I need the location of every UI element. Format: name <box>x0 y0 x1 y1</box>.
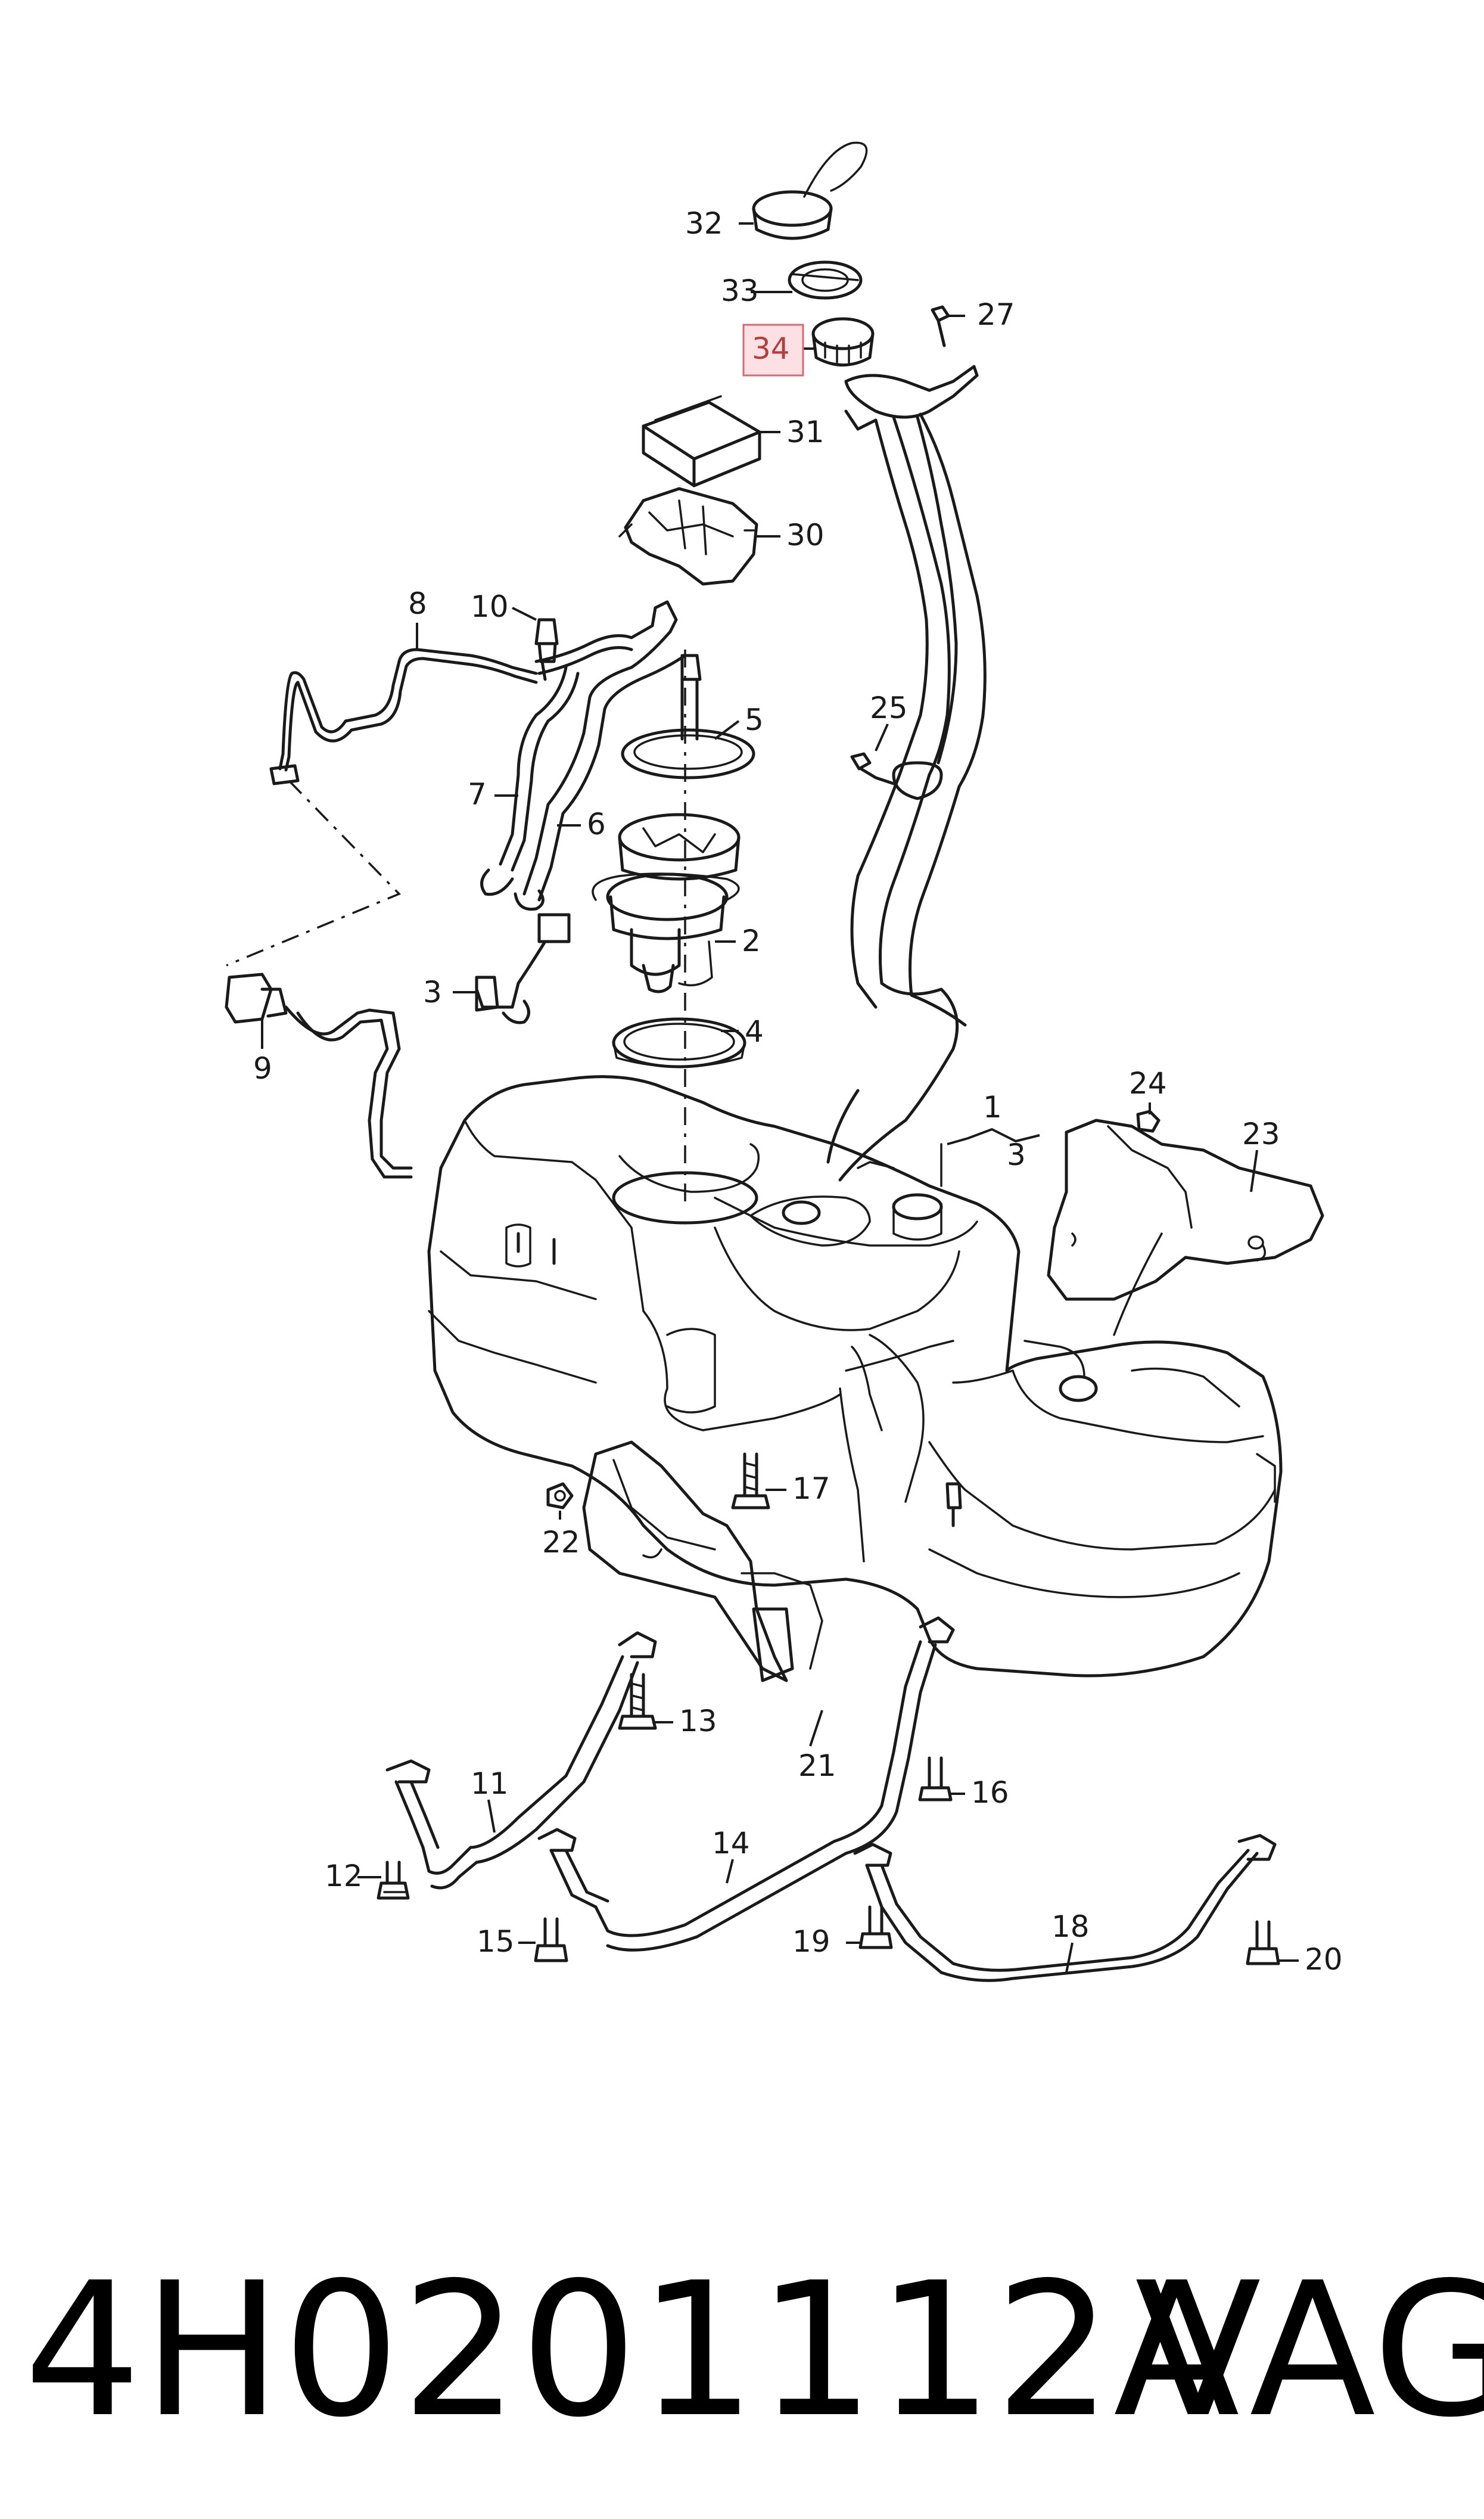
callout-31: 31 <box>786 415 825 449</box>
filler-neck-insert-34 <box>811 317 875 366</box>
sensor-9 <box>225 973 413 1179</box>
control-unit-31 <box>642 395 761 487</box>
connector-10 <box>534 618 559 681</box>
strap-18 <box>853 1834 1277 1982</box>
callout-10: 10 <box>471 589 509 624</box>
callout-2: 2 <box>742 924 761 958</box>
callout-24: 24 <box>1129 1066 1167 1101</box>
brand-label: VAG <box>1135 2243 1484 2458</box>
bolt-27 <box>931 305 950 347</box>
callout-14: 14 <box>712 1826 750 1860</box>
callout-12: 12 <box>325 1859 363 1893</box>
callout-21: 21 <box>798 1748 836 1783</box>
callout-16: 16 <box>971 1775 1009 1810</box>
bolt-15 <box>534 1917 568 1962</box>
seal-4 <box>612 1017 746 1069</box>
callout-27: 27 <box>977 297 1015 332</box>
callout-30: 30 <box>786 518 825 552</box>
strap-11 <box>385 1631 657 1890</box>
callout-3b: 3 <box>1007 1138 1026 1172</box>
highlight-box-34 <box>742 324 804 377</box>
screw-25 <box>850 752 895 785</box>
callout-9: 9 <box>253 1051 272 1086</box>
callout-32: 32 <box>685 206 723 241</box>
callout-25: 25 <box>870 691 908 725</box>
nut-24 <box>1136 1110 1161 1133</box>
callout-17: 17 <box>792 1471 830 1506</box>
callout-33: 33 <box>721 274 759 308</box>
callout-5: 5 <box>745 703 764 737</box>
bolt-12 <box>377 1860 410 1900</box>
fuel-tank-1 <box>427 1075 1283 1678</box>
callout-6: 6 <box>587 807 606 841</box>
vent-line-8 <box>269 648 538 785</box>
callout-1: 1 <box>983 1090 1002 1125</box>
fuel-cap-32 <box>752 141 868 240</box>
fuel-pump-2 <box>592 813 741 993</box>
callout-19: 19 <box>792 1924 830 1959</box>
part-number: 4H0201112A <box>24 2243 1242 2458</box>
bolt-17 <box>731 1452 770 1509</box>
connector-3 <box>475 913 571 1024</box>
callout-20: 20 <box>1305 1942 1343 1977</box>
callout-13: 13 <box>679 1704 717 1738</box>
bolt-19 <box>858 1905 893 1949</box>
bolt-20 <box>1246 1920 1280 1965</box>
leader-lines <box>261 222 1299 1973</box>
callout-3: 3 <box>423 975 442 1010</box>
filler-neck <box>826 365 987 1182</box>
callout-23: 23 <box>1242 1117 1280 1151</box>
shield-link <box>1113 1232 1163 1336</box>
callout-11: 11 <box>471 1766 509 1801</box>
callout-labels: 32 33 34 27 31 30 8 10 5 25 7 6 2 3 4 9 … <box>253 206 1343 1977</box>
callout-4: 4 <box>745 1014 764 1049</box>
callout-15: 15 <box>477 1924 515 1959</box>
callout-22: 22 <box>542 1525 580 1560</box>
callout-8: 8 <box>408 586 427 621</box>
gasket-33 <box>788 260 863 300</box>
callout-7: 7 <box>468 777 487 812</box>
bolt-13 <box>618 1673 657 1730</box>
fuel-line-7 <box>480 600 678 896</box>
nut-22 <box>546 1482 574 1509</box>
callout-34: 34 <box>752 331 790 366</box>
strap-14 <box>537 1616 955 1952</box>
locking-ring-5 <box>621 728 755 779</box>
bolt-16 <box>918 1756 953 1801</box>
bracket-30 <box>618 487 758 586</box>
callout-18: 18 <box>1051 1909 1090 1944</box>
heat-shield-23 <box>1047 1119 1324 1301</box>
heat-shield-22 <box>582 1440 823 1682</box>
fuel-line-6 <box>514 630 702 911</box>
center-line-sensor <box>226 779 402 967</box>
